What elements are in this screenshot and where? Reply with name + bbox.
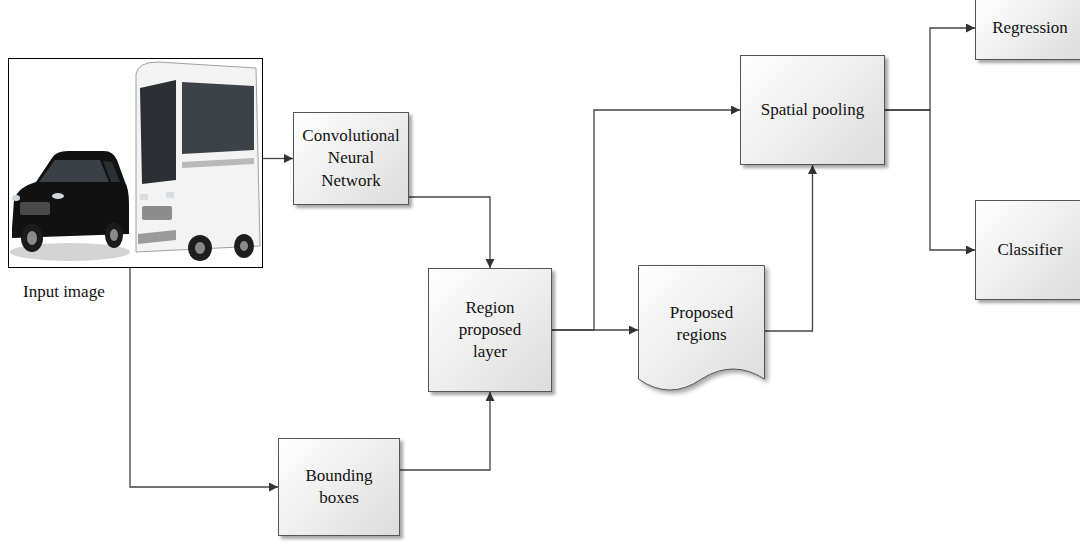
node-text: Spatial pooling xyxy=(761,99,864,121)
node-text: Proposed regions xyxy=(657,302,747,346)
text-stack: Region proposed layer xyxy=(445,297,535,363)
flow-arrow xyxy=(263,158,293,159)
output-box: Regression xyxy=(975,0,1080,60)
bus-rim xyxy=(240,241,248,251)
flow-arrow xyxy=(400,392,490,470)
bus-wheel xyxy=(188,235,212,261)
vehicle-illustration xyxy=(8,58,263,268)
bus-wheel xyxy=(234,234,254,258)
text-stack: Proposed regions xyxy=(657,302,747,346)
flow-arrow xyxy=(130,268,278,487)
car-headlight xyxy=(52,193,64,199)
process-box: Bounding boxes xyxy=(278,438,400,536)
car-wheel xyxy=(21,224,43,252)
car-side-window xyxy=(103,161,120,182)
bus-headlight xyxy=(166,192,174,198)
car-rim xyxy=(27,231,37,245)
node-text: Classifier xyxy=(997,239,1062,261)
output-box: Classifier xyxy=(975,200,1080,300)
car-windscreen xyxy=(39,160,109,182)
bus-rim xyxy=(195,242,205,254)
flow-arrow xyxy=(885,110,975,250)
car-rim xyxy=(110,229,118,241)
node-text: Bounding boxes xyxy=(299,465,379,509)
image-caption-label: Input image xyxy=(23,281,105,303)
process-box: Region proposed layer xyxy=(428,268,552,392)
bus-headlight xyxy=(140,194,148,200)
car-picture xyxy=(10,151,130,261)
flow-arrow xyxy=(765,165,813,331)
car-wheel xyxy=(105,222,123,248)
flow-arrow xyxy=(409,197,490,268)
document-path xyxy=(639,266,765,391)
text-stack: Classifier xyxy=(997,239,1062,261)
process-box: Convolutional Neural Network xyxy=(293,112,409,205)
input-image-frame: Input image xyxy=(8,58,263,268)
node-text: Region proposed layer xyxy=(445,297,535,363)
bus-grille xyxy=(142,206,172,220)
text-stack: Bounding boxes xyxy=(299,465,379,509)
process-box: Spatial pooling xyxy=(740,55,885,165)
document-shape: Proposed regions xyxy=(638,265,765,397)
bus-body xyxy=(136,62,260,252)
node-text: Regression xyxy=(992,17,1068,39)
flow-arrow xyxy=(885,28,975,110)
image-ground xyxy=(8,58,263,268)
car-grille xyxy=(20,202,50,215)
bus-bumper xyxy=(138,230,176,244)
text-stack: Regression xyxy=(992,17,1068,39)
bus-stripe xyxy=(182,158,254,168)
text-stack: Spatial pooling xyxy=(761,99,864,121)
bus-windscreen xyxy=(140,80,176,184)
car-headlight xyxy=(12,195,20,201)
text-stack: Convolutional Neural Network xyxy=(301,125,401,191)
node-text: Convolutional Neural Network xyxy=(301,125,401,191)
bus-side-windows xyxy=(182,82,254,154)
bus-picture xyxy=(136,62,260,261)
